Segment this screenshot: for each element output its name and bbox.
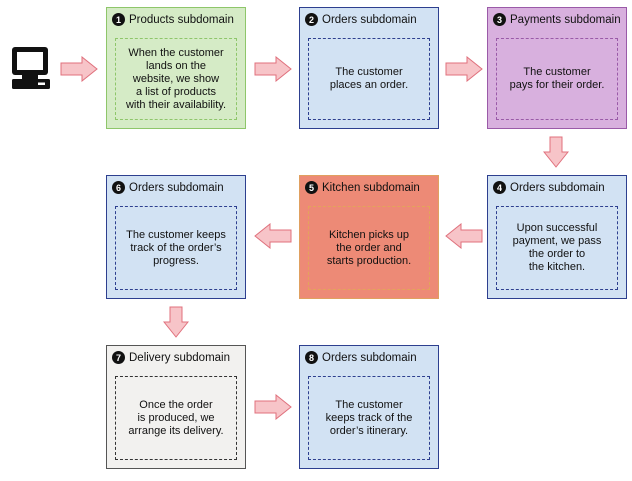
step-2-box: 2 Orders subdomain The customer places an… [299, 7, 439, 129]
step-5-box: 5 Kitchen subdomain Kitchen picks up the … [299, 175, 439, 299]
step-4-header: 4 Orders subdomain [493, 181, 605, 194]
step-8-number-badge: 8 [305, 351, 318, 364]
step-6-box: 6 Orders subdomain The customer keeps tra… [106, 175, 246, 299]
step-1-box: 1 Products subdomain When the customer la… [106, 7, 246, 129]
arrow-left [445, 223, 483, 249]
step-7-description: Once the order is produced, we arrange i… [115, 376, 237, 460]
step-1-title: Products subdomain [129, 13, 234, 26]
arrow-right [254, 56, 292, 82]
step-4-number-badge: 4 [493, 181, 506, 194]
step-4-title: Orders subdomain [510, 181, 605, 194]
step-6-number-badge: 6 [112, 181, 125, 194]
step-2-description: The customer places an order. [308, 38, 430, 120]
step-4-box: 4 Orders subdomain Upon successful paymen… [487, 175, 627, 299]
step-3-header: 3 Payments subdomain [493, 13, 621, 26]
arrow-down [163, 306, 189, 338]
computer-icon [12, 47, 50, 89]
step-2-header: 2 Orders subdomain [305, 13, 417, 26]
step-3-box: 3 Payments subdomain The customer pays fo… [487, 7, 627, 129]
step-4-description: Upon successful payment, we pass the ord… [496, 206, 618, 290]
step-7-header: 7 Delivery subdomain [112, 351, 230, 364]
step-2-number-badge: 2 [305, 13, 318, 26]
step-8-title: Orders subdomain [322, 351, 417, 364]
step-5-title: Kitchen subdomain [322, 181, 420, 194]
step-6-description: The customer keeps track of the order’s … [115, 206, 237, 290]
step-3-title: Payments subdomain [510, 13, 621, 26]
step-8-box: 8 Orders subdomain The customer keeps tra… [299, 345, 439, 469]
step-1-description: When the customer lands on the website, … [115, 38, 237, 120]
step-3-number-badge: 3 [493, 13, 506, 26]
step-5-number-badge: 5 [305, 181, 318, 194]
step-1-number-badge: 1 [112, 13, 125, 26]
step-6-header: 6 Orders subdomain [112, 181, 224, 194]
step-5-description: Kitchen picks up the order and starts pr… [308, 206, 430, 290]
step-3-description: The customer pays for their order. [496, 38, 618, 120]
arrow-right [445, 56, 483, 82]
step-7-box: 7 Delivery subdomain Once the order is pr… [106, 345, 246, 469]
arrow-right [254, 394, 292, 420]
arrow-right [60, 56, 98, 82]
arrow-down [543, 136, 569, 168]
step-2-title: Orders subdomain [322, 13, 417, 26]
step-5-header: 5 Kitchen subdomain [305, 181, 420, 194]
step-7-title: Delivery subdomain [129, 351, 230, 364]
step-7-number-badge: 7 [112, 351, 125, 364]
step-8-description: The customer keeps track of the order’s … [308, 376, 430, 460]
arrow-left [254, 223, 292, 249]
step-8-header: 8 Orders subdomain [305, 351, 417, 364]
step-1-header: 1 Products subdomain [112, 13, 234, 26]
step-6-title: Orders subdomain [129, 181, 224, 194]
